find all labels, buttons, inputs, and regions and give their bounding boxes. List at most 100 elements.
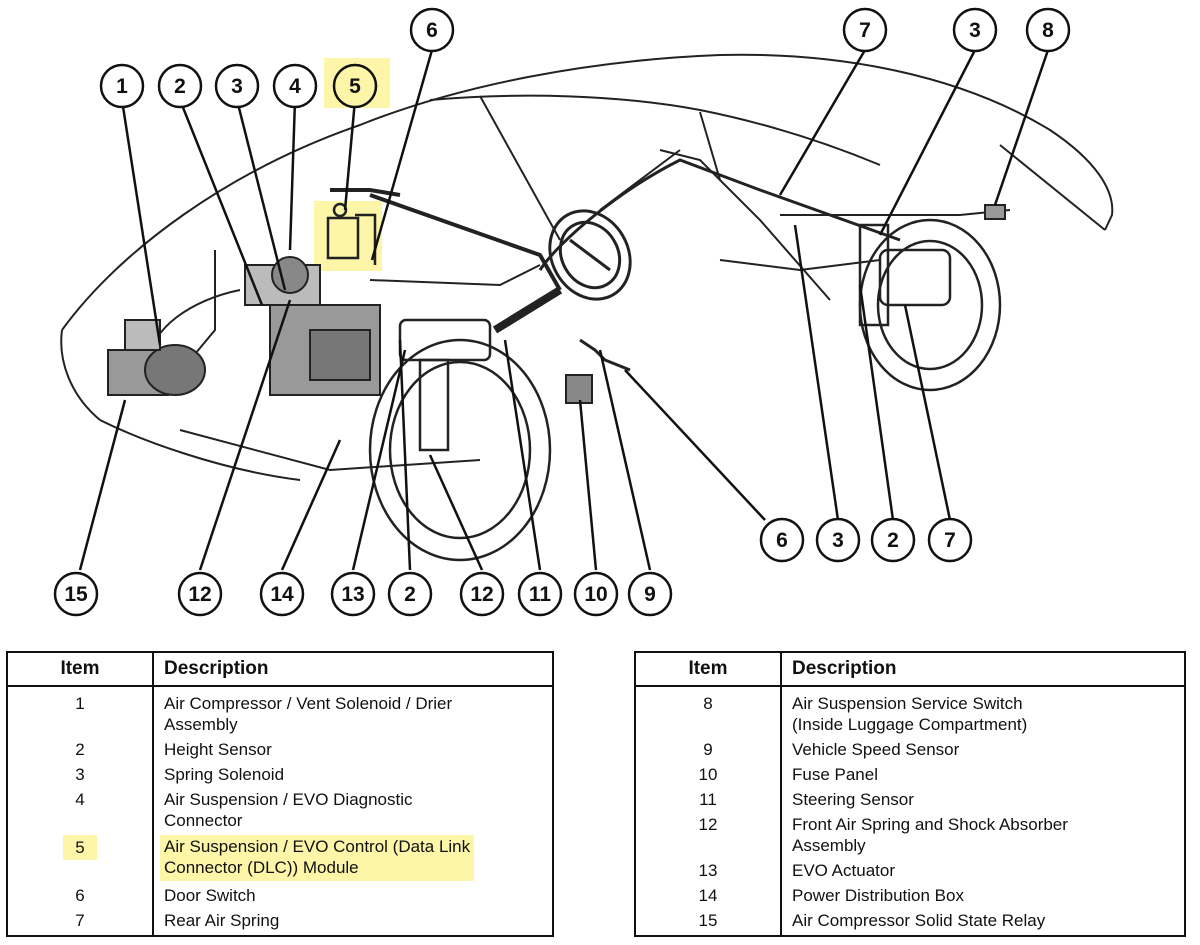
svg-text:6: 6 — [776, 529, 788, 552]
callout-12-front: 12 — [459, 571, 505, 617]
table-row: 1 Air Compressor / Vent Solenoid / Drier… — [7, 686, 553, 735]
front-wheel — [368, 318, 552, 562]
svg-text:7: 7 — [859, 19, 871, 42]
fuse-panel — [565, 374, 593, 404]
svg-text:14: 14 — [270, 583, 294, 606]
table-header-row: Item Description — [7, 652, 553, 687]
table-row: 13 EVO Actuator — [635, 856, 1185, 881]
module-5-highlight — [314, 201, 382, 271]
svg-text:2: 2 — [887, 529, 899, 552]
table-row-highlighted: 5 Air Suspension / EVO Control (Data Lin… — [7, 831, 553, 881]
svg-text:13: 13 — [341, 583, 364, 606]
table-row: 7 Rear Air Spring — [7, 906, 553, 936]
callout-7: 7 — [842, 7, 888, 53]
air-compressor-assembly — [107, 319, 206, 396]
callout-12: 12 — [177, 571, 223, 617]
row-description: Air Compressor Solid State Relay — [792, 911, 1046, 930]
row-item: 8 — [635, 686, 782, 735]
rear-wheel — [858, 218, 1002, 392]
callout-5: 5 — [332, 63, 378, 109]
table-row: 15 Air Compressor Solid State Relay — [635, 906, 1185, 936]
row-item: 14 — [635, 881, 782, 906]
svg-text:11: 11 — [529, 583, 552, 606]
callout-2: 2 — [157, 63, 203, 109]
table-header-row: Item Description — [635, 652, 1185, 687]
row-item: 6 — [7, 881, 154, 906]
callouts-top: 1 2 3 4 5 6 7 3 8 — [99, 7, 1071, 109]
row-item: 2 — [7, 735, 154, 760]
table-row: 8 Air Suspension Service Switch(Inside L… — [635, 686, 1185, 735]
svg-text:10: 10 — [584, 583, 607, 606]
table-row: 3 Spring Solenoid — [7, 760, 553, 785]
svg-text:8: 8 — [1042, 19, 1054, 42]
callout-6: 6 — [409, 7, 455, 53]
legend-table-right: Item Description 8 Air Suspension Servic… — [634, 651, 1186, 937]
chassis-lines — [179, 149, 1011, 472]
header-description: Description — [781, 652, 1185, 687]
callout-13: 13 — [330, 571, 376, 617]
svg-text:3: 3 — [969, 19, 981, 42]
svg-text:5: 5 — [349, 75, 361, 98]
callouts-bottom-left: 15 12 14 13 2 12 11 10 9 — [53, 571, 673, 617]
row-description: EVO Actuator — [792, 861, 895, 880]
service-switch — [984, 204, 1006, 220]
header-description: Description — [153, 652, 553, 687]
callout-6-rear: 6 — [759, 517, 805, 563]
row-description: Vehicle Speed Sensor — [792, 740, 960, 759]
header-item: Item — [635, 652, 782, 687]
leader-lines — [78, 49, 1050, 571]
row-item: 13 — [635, 856, 782, 881]
callouts-bottom-right: 6 3 2 7 — [759, 517, 973, 563]
callout-7-rear: 7 — [927, 517, 973, 563]
callout-2-front: 2 — [387, 571, 433, 617]
row-description: Power Distribution Box — [792, 886, 964, 905]
callout-2-rear: 2 — [870, 517, 916, 563]
legend-table-left: Item Description 1 Air Compressor / Vent… — [6, 651, 554, 937]
row-item: 11 — [635, 785, 782, 810]
table-row: 11 Steering Sensor — [635, 785, 1185, 810]
callout-11: 11 — [517, 571, 563, 617]
svg-text:1: 1 — [116, 75, 128, 98]
row-description: Steering Sensor — [792, 790, 914, 809]
callout-15: 15 — [53, 571, 99, 617]
air-suspension-diagram: 1 2 3 4 5 6 7 3 8 15 12 14 13 2 12 11 10… — [53, 7, 1114, 617]
svg-text:7: 7 — [944, 529, 956, 552]
callout-1: 1 — [99, 63, 145, 109]
callout-3: 3 — [214, 63, 260, 109]
svg-text:4: 4 — [289, 75, 301, 98]
row-item: 3 — [7, 760, 154, 785]
svg-text:2: 2 — [174, 75, 186, 98]
row-item: 10 — [635, 760, 782, 785]
row-item: 5 — [7, 831, 154, 881]
table-row: 2 Height Sensor — [7, 735, 553, 760]
svg-text:3: 3 — [832, 529, 844, 552]
row-item: 1 — [7, 686, 154, 735]
svg-text:3: 3 — [231, 75, 243, 98]
row-description: Fuse Panel — [792, 765, 878, 784]
row-description: Air Suspension Service Switch(Inside Lug… — [792, 694, 1028, 734]
table-row: 14 Power Distribution Box — [635, 881, 1185, 906]
svg-text:15: 15 — [64, 583, 88, 606]
table-row: 9 Vehicle Speed Sensor — [635, 735, 1185, 760]
table-row: 10 Fuse Panel — [635, 760, 1185, 785]
row-description: Height Sensor — [164, 740, 272, 759]
row-item: 4 — [7, 785, 154, 831]
callout-10: 10 — [573, 571, 619, 617]
speed-sensor-wire — [579, 338, 631, 372]
callout-4: 4 — [272, 63, 318, 109]
svg-text:9: 9 — [644, 583, 656, 606]
svg-text:6: 6 — [426, 19, 438, 42]
header-item: Item — [7, 652, 154, 687]
table-row: 6 Door Switch — [7, 881, 553, 906]
svg-text:2: 2 — [404, 583, 416, 606]
car-body-outline — [60, 53, 1114, 481]
svg-text:12: 12 — [188, 583, 211, 606]
svg-text:12: 12 — [470, 583, 493, 606]
callout-9: 9 — [627, 571, 673, 617]
row-item: 12 — [635, 810, 782, 856]
